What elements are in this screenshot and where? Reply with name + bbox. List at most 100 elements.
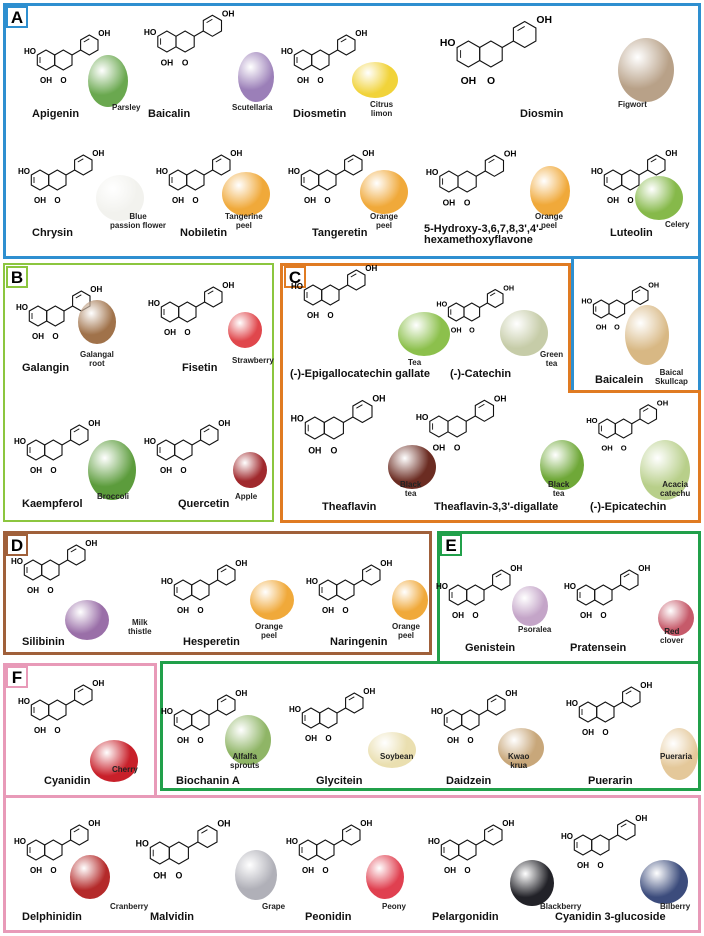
section-label-a: A	[6, 6, 28, 28]
svg-text:O: O	[184, 328, 190, 337]
svg-text:O: O	[47, 586, 53, 595]
svg-text:OH: OH	[443, 198, 456, 208]
source-label: Apple	[235, 492, 258, 501]
source-label: Green tea	[540, 350, 564, 368]
source-label: Alfalfa sprouts	[230, 752, 260, 770]
source-label: Galangal root	[80, 350, 114, 368]
source-label: Cranberry	[110, 902, 149, 911]
source-label: Parsley	[112, 103, 141, 112]
svg-text:OH: OH	[640, 681, 652, 690]
compound-name: Silibinin	[22, 636, 65, 648]
compound-name: Cyanidin 3-glucoside	[555, 911, 666, 923]
svg-text:O: O	[621, 443, 627, 452]
svg-text:OH: OH	[172, 196, 184, 205]
svg-text:HO: HO	[24, 47, 36, 56]
svg-text:OH: OH	[607, 196, 619, 205]
cherry-icon	[90, 740, 138, 782]
svg-text:HO: HO	[11, 557, 23, 566]
svg-text:OH: OH	[362, 149, 374, 158]
svg-text:HO: HO	[136, 838, 149, 848]
orange-peel-icon	[250, 580, 294, 620]
compound-name: Galangin	[22, 362, 70, 374]
compound-name: Cyanidin	[44, 775, 91, 787]
svg-text:OH: OH	[235, 559, 247, 568]
section-label-e: E	[440, 534, 462, 556]
compound-name: Nobiletin	[180, 227, 228, 239]
source-label: Baical Skullcap	[655, 368, 688, 386]
svg-text:OH: OH	[577, 861, 589, 870]
svg-text:O: O	[464, 866, 470, 875]
svg-text:OH: OH	[222, 8, 235, 18]
source-label: Pueraria	[660, 752, 693, 761]
svg-text:OH: OH	[635, 814, 647, 823]
svg-text:O: O	[54, 196, 60, 205]
source-label: Grape	[262, 902, 286, 911]
celery-icon	[635, 176, 683, 220]
svg-text:OH: OH	[444, 866, 456, 875]
source-label: Milk thistle	[128, 618, 152, 636]
black-tea-leaf-icon	[540, 440, 584, 490]
compound-name: Puerarin	[588, 775, 633, 787]
svg-text:OH: OH	[218, 419, 230, 428]
svg-text:HO: HO	[281, 47, 293, 56]
compound-name: Diosmetin	[293, 108, 347, 120]
svg-text:OH: OH	[32, 332, 44, 341]
compound-name: Chrysin	[32, 227, 73, 239]
compound-name: Glycitein	[316, 775, 363, 787]
svg-text:O: O	[60, 76, 66, 85]
svg-text:O: O	[176, 870, 183, 880]
svg-text:O: O	[180, 466, 186, 475]
svg-text:OH: OH	[638, 564, 650, 573]
svg-text:HO: HO	[591, 167, 603, 176]
compound-name: Baicalin	[148, 108, 191, 120]
section-e-frame-lower	[160, 661, 701, 791]
svg-text:OH: OH	[582, 728, 594, 737]
apple-icon	[233, 452, 267, 488]
svg-text:HO: HO	[288, 167, 300, 176]
svg-text:O: O	[600, 611, 606, 620]
svg-text:HO: HO	[289, 705, 301, 714]
svg-text:OH: OH	[360, 819, 372, 828]
svg-text:O: O	[454, 443, 461, 453]
peony-icon	[366, 855, 404, 899]
svg-text:HO: HO	[440, 38, 456, 49]
svg-text:HO: HO	[586, 416, 597, 425]
svg-text:HO: HO	[148, 299, 160, 308]
tangerine-peel-icon	[222, 172, 270, 216]
section-f-frame-lower	[3, 795, 701, 933]
svg-text:OH: OH	[217, 819, 230, 829]
section-label-d: D	[6, 534, 28, 556]
cranberry-icon	[70, 855, 110, 899]
green-tea-icon	[500, 310, 548, 356]
svg-text:O: O	[597, 861, 603, 870]
svg-text:O: O	[182, 58, 189, 68]
svg-text:O: O	[342, 606, 348, 615]
source-label: Orange peel	[255, 622, 284, 640]
svg-text:O: O	[627, 196, 633, 205]
svg-text:HO: HO	[14, 437, 26, 446]
svg-text:HO: HO	[291, 413, 304, 423]
svg-text:OH: OH	[447, 736, 459, 745]
source-label: Blue passion flower	[110, 212, 167, 230]
svg-text:HO: HO	[18, 167, 30, 176]
psoralea-icon	[512, 586, 548, 626]
svg-text:OH: OH	[92, 679, 104, 688]
svg-text:O: O	[322, 866, 328, 875]
svg-text:OH: OH	[452, 611, 464, 620]
section-b-frame	[3, 263, 274, 522]
lemon-icon	[352, 62, 398, 98]
source-label: Acacia catechu	[660, 480, 691, 498]
svg-text:OH: OH	[355, 29, 367, 38]
